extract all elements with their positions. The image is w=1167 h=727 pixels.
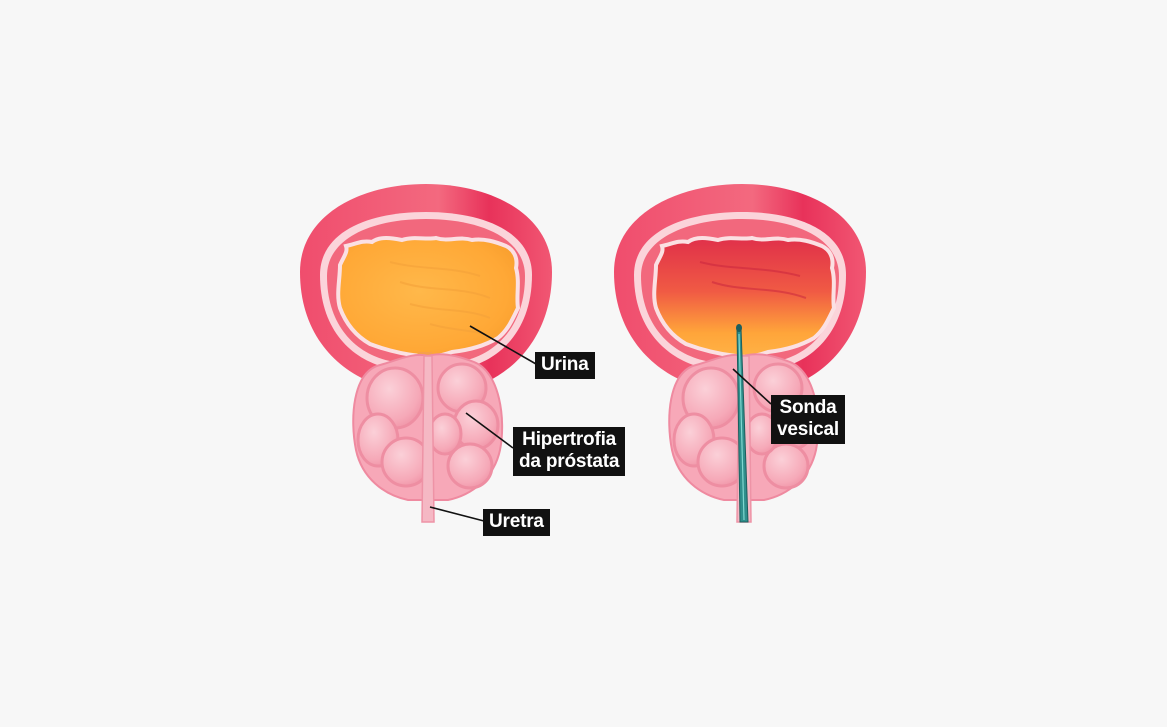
leader-sonda <box>732 368 772 405</box>
leader-urina <box>469 325 537 365</box>
label-sonda: Sonda vesical <box>771 395 845 444</box>
right-urine <box>652 235 837 359</box>
left-prostate-lobes <box>356 362 500 490</box>
catheter <box>736 324 749 523</box>
right-bladder <box>614 184 866 388</box>
label-hipertrofia: Hipertrofia da próstata <box>513 427 626 476</box>
label-sonda-line1: Sonda <box>779 397 837 418</box>
label-hipertrofia-line1: Hipertrofia <box>522 429 617 450</box>
label-uretra-text: Uretra <box>489 511 544 532</box>
label-urina-text: Urina <box>541 354 589 375</box>
label-urina: Urina <box>535 352 595 379</box>
left-prostate <box>352 353 504 523</box>
catheter-highlight <box>738 333 745 521</box>
leader-hipertrofia <box>465 412 514 449</box>
label-hipertrofia-line2: da próstata <box>519 451 620 472</box>
left-urethra <box>421 355 435 523</box>
right-urine-wrinkles <box>699 261 807 299</box>
label-sonda-line2: vesical <box>777 419 839 440</box>
leader-lines <box>429 325 772 522</box>
label-uretra: Uretra <box>483 509 550 536</box>
catheter-tip <box>736 324 742 332</box>
leader-uretra <box>429 506 485 522</box>
